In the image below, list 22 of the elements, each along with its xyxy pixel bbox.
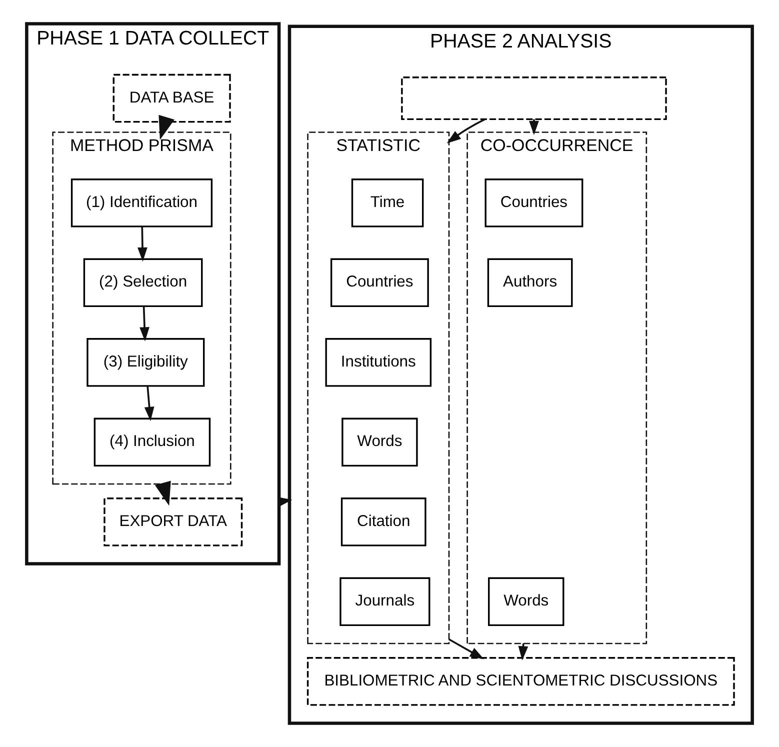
arrow [138, 226, 148, 262]
node-box: Words [342, 418, 418, 467]
node-box: Journals [340, 577, 430, 626]
node-box: BIBLIOMETRIC AND SCIENTOMETRIC DISCUSSIONS [306, 657, 735, 706]
arrow [158, 114, 175, 140]
node-box: Countries [484, 178, 584, 228]
node-box: Institutions [325, 338, 432, 387]
node-box: Time [351, 178, 424, 228]
node-box: EXPORT DATA [104, 498, 243, 546]
arrow [144, 386, 154, 422]
node-box: (4) Inclusion [94, 418, 211, 467]
arrow [448, 638, 484, 660]
node-box: Authors [487, 258, 573, 308]
node-box: (2) Selection [83, 258, 203, 308]
node-box: Citation [340, 498, 426, 546]
node-box: (1) Identification [70, 178, 213, 228]
arrow [154, 480, 171, 506]
arrow [140, 306, 150, 342]
node-box: Words [488, 577, 564, 626]
node-box: (3) Eligibility [86, 338, 205, 387]
node-box [401, 76, 667, 120]
node-box: Countries [330, 258, 429, 308]
